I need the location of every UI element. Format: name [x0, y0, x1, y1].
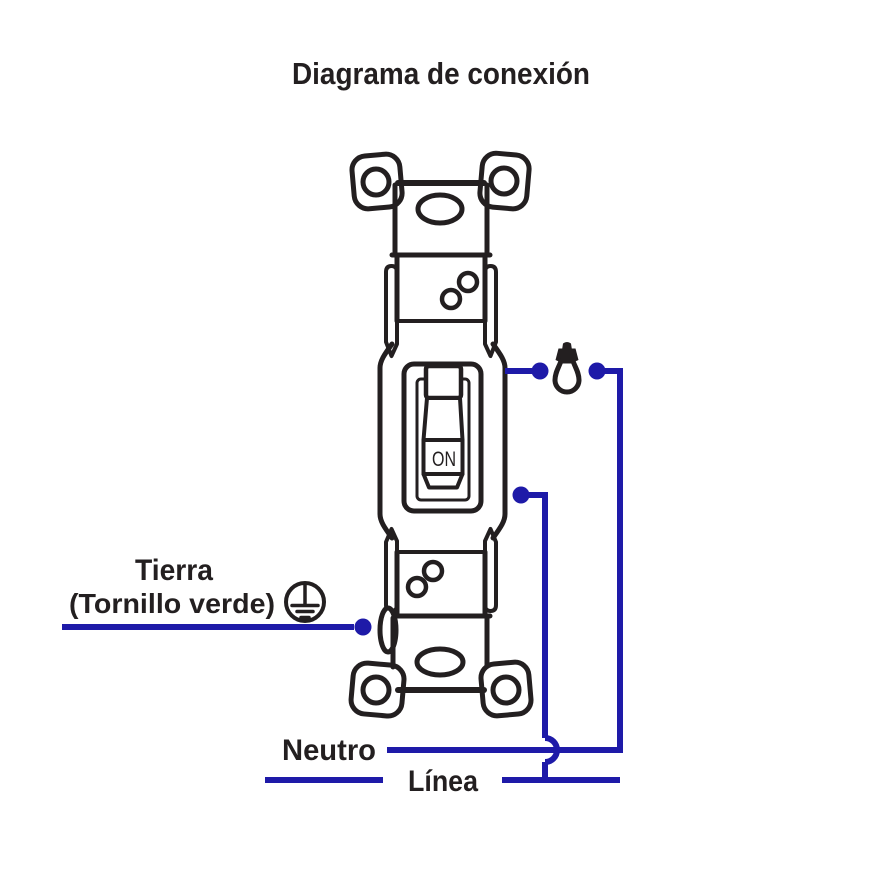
mounting-slot-bottom — [414, 646, 466, 678]
mounting-hole-bottom-right-icon — [490, 674, 522, 706]
label-tierra: Tierra — [135, 554, 213, 587]
toggle-switch: ON — [401, 361, 484, 514]
ground-terminal-dot — [354, 618, 372, 636]
terminal-screw-hole — [405, 575, 429, 599]
mounting-hole-bottom-left-icon — [360, 674, 392, 706]
page-title: Diagrama de conexión — [292, 56, 590, 91]
label-neutro: Neutro — [282, 734, 376, 767]
bulb-globe — [552, 358, 582, 395]
bottom-mounting-plate — [348, 615, 534, 719]
switch-bottom-terminal-dot — [512, 486, 530, 504]
upper-terminal-block — [384, 254, 498, 358]
body-edge-left — [377, 341, 395, 541]
lower-terminal-block — [384, 527, 498, 619]
earth-ground-icon — [284, 581, 326, 623]
wiring — [62, 362, 623, 783]
wire-hop-icon — [544, 735, 560, 765]
side-tab-left — [384, 264, 399, 358]
switch-top-terminal-dot — [531, 362, 549, 380]
mounting-ear-bottom-right — [478, 659, 534, 719]
terminal-screw-hole — [439, 287, 463, 311]
mounting-hole-top-right-icon — [488, 165, 520, 197]
mounting-ear-top-right — [477, 150, 532, 212]
bulb-base-nub — [562, 342, 572, 350]
toggle-base — [421, 472, 465, 490]
side-tab-right — [483, 264, 498, 358]
bulb-terminal-dot — [588, 362, 606, 380]
terminal-screw-hole — [456, 270, 480, 294]
earth-circle — [284, 581, 326, 623]
mounting-hole-top-left-icon — [360, 166, 392, 198]
top-mounting-plate — [349, 150, 532, 258]
switch-illustration: ON — [348, 150, 534, 719]
toggle-lever-tip — [423, 363, 464, 401]
on-label: ON — [432, 448, 456, 471]
label-linea: Línea — [408, 765, 478, 798]
neutral-wire — [387, 368, 623, 753]
label-tornillo-verde: (Tornillo verde) — [69, 588, 275, 619]
terminal-screw-hole — [421, 559, 445, 583]
line-wire-drop — [529, 492, 548, 738]
toggle-lever — [421, 396, 465, 442]
light-bulb-icon — [552, 342, 582, 395]
switch-mid-body — [377, 341, 508, 541]
body-edge-right — [490, 341, 508, 541]
mounting-slot-top — [415, 192, 465, 226]
mounting-ear-top-left — [349, 151, 405, 212]
